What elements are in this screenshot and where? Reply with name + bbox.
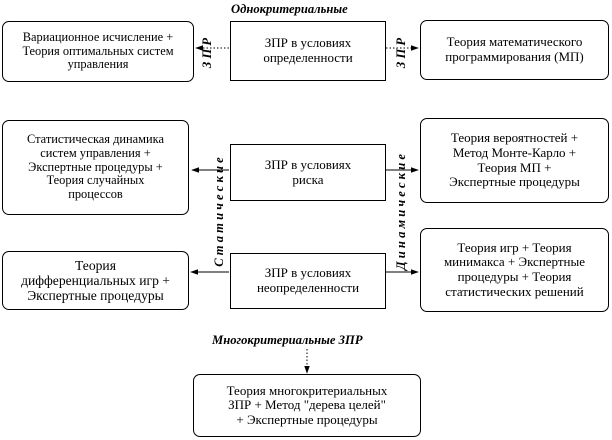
box-multi-criteria: Теория многокритериальных ЗПР + Метод "д… [193,374,421,437]
right-certainty-text: Теория математического программирования … [445,34,584,64]
certainty-label: ЗПР в условиях определенности [263,35,353,65]
box-left-certainty: Вариационное исчисление + Теория оптимал… [2,21,194,82]
box-right-risk: Теория вероятностей + Метод Монте-Карло … [420,118,609,203]
heading-multi-criteria: Многокритериальные ЗПР [212,333,363,347]
heading-single-criterion: Однокритериальные [231,2,348,16]
left-certainty-text: Вариационное исчисление + Теория оптимал… [22,29,174,72]
box-uncertainty: ЗПР в условиях неопределенности [230,253,386,309]
box-left-uncertainty: Теория дифференциальных игр + Экспертные… [2,251,189,310]
multi-criteria-text: Теория многокритериальных ЗПР + Метод "д… [226,382,388,427]
box-certainty: ЗПР в условиях определенности [230,21,386,81]
vertical-label-dynamic: Д и н а м и ч е с к и е [394,154,408,270]
vertical-label-static: С т а т и ч е с к и е [212,157,226,267]
risk-label: ЗПР в условиях риска [264,156,352,187]
box-left-risk: Статистическая динамика систем управлени… [2,120,189,215]
box-right-uncertainty: Теория игр + Теория минимакса + Экспертн… [420,228,609,312]
vertical-label-left-zpr: З П Р [200,37,214,69]
box-risk: ЗПР в условиях риска [230,144,386,201]
box-right-certainty: Теория математического программирования … [420,20,609,80]
uncertainty-label: ЗПР в условиях неопределенности [256,265,360,295]
right-uncertainty-text: Теория игр + Теория минимакса + Экспертн… [443,239,586,299]
vertical-label-right-zpr: З П Р [394,37,408,69]
left-risk-text: Статистическая динамика систем управлени… [27,131,164,202]
left-uncertainty-text: Теория дифференциальных игр + Экспертные… [21,257,170,304]
right-risk-text: Теория вероятностей + Метод Монте-Карло … [449,130,580,190]
